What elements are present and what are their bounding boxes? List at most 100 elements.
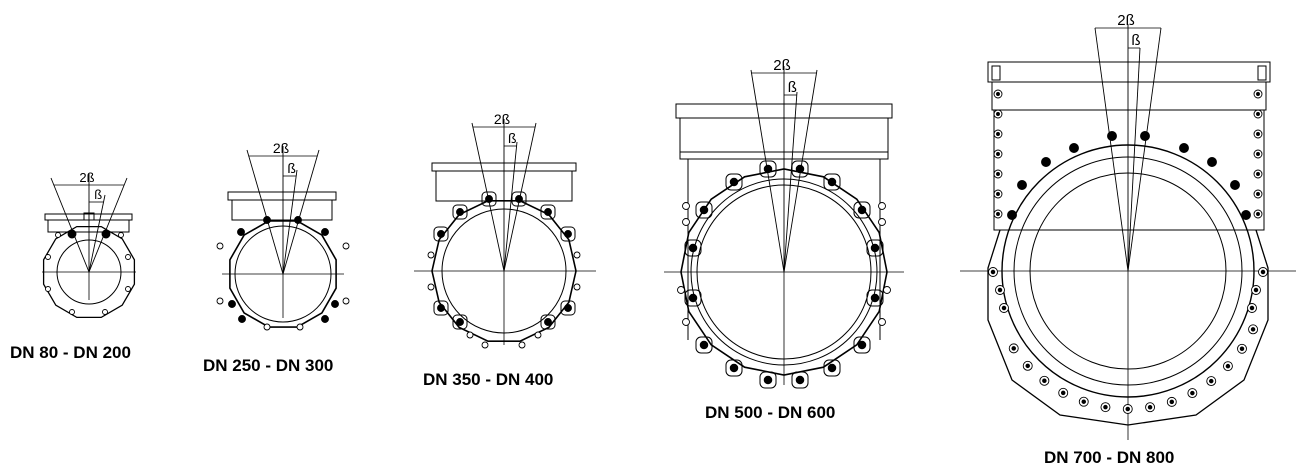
angle-2beta-label: 2ß (773, 57, 791, 74)
bolt-lug (791, 160, 809, 178)
bolt-filled (437, 304, 445, 312)
bolt-filled (729, 363, 739, 373)
angle-beta-label: ß (1131, 32, 1140, 49)
bolt-lug (433, 300, 449, 316)
bolt-lug (759, 160, 777, 178)
bonnet (231, 199, 333, 221)
bolt-center (990, 269, 996, 275)
bolt-center (1060, 390, 1066, 396)
angle-line (1127, 27, 1162, 272)
bolt-hole (466, 331, 474, 339)
bolt-hole (102, 309, 108, 315)
bolt-center (1256, 112, 1260, 116)
bolt-hole (55, 232, 61, 238)
bolt-hole (573, 283, 581, 291)
bolt-hole (677, 286, 685, 294)
bolt-lug (433, 226, 449, 242)
bolt-filled (1017, 180, 1027, 190)
bolt-lug (695, 201, 713, 219)
bolt-lug (452, 314, 468, 330)
valve-label-dn80-200: DN 80 - DN 200 (10, 343, 131, 362)
bolt-filled (331, 300, 339, 308)
bolt-lug (725, 173, 743, 191)
bolt-lug (725, 359, 743, 377)
bolt-filled (795, 375, 805, 385)
bolt-filled (228, 300, 236, 308)
bolt-filled (870, 293, 880, 303)
bolt-filled (857, 340, 867, 350)
bolt-center (1249, 305, 1255, 311)
bolt-filled (1140, 131, 1150, 141)
bolt-filled (237, 228, 245, 236)
bolt-center (1225, 363, 1231, 369)
bolt-center (996, 212, 1000, 216)
bolt-filled (564, 230, 572, 238)
bolt-lug (452, 204, 468, 220)
angle-line (88, 177, 128, 273)
bolt-hole (878, 202, 886, 210)
bolt-lug (684, 289, 702, 307)
bolt-hole (216, 297, 224, 305)
bolt-lug (481, 191, 497, 207)
bolt-lug (540, 314, 556, 330)
bolt-center (1256, 192, 1260, 196)
flange-lug (991, 65, 1001, 81)
bolt-center (1190, 390, 1195, 396)
valve-dn700-800: 2ß ß (960, 12, 1296, 440)
bolt-center (1125, 406, 1131, 412)
valve-label-dn250-300: DN 250 - DN 300 (203, 356, 334, 375)
angle-line (282, 149, 320, 275)
bolt-center (1256, 152, 1260, 156)
valve-label-dn350-400: DN 350 - DN 400 (423, 370, 554, 389)
bolt-center (997, 287, 1003, 293)
body-outline (42, 225, 136, 319)
angle-line (246, 149, 284, 275)
bolt-center (1147, 404, 1153, 410)
bolt-lug (853, 201, 871, 219)
bolt-filled (827, 363, 837, 373)
angle-line (783, 91, 798, 273)
bolt-center (1169, 399, 1175, 405)
bolt-hole (45, 254, 51, 260)
bolt-lug (540, 204, 556, 220)
bonnet (991, 81, 1267, 111)
bolt-filled (729, 177, 739, 187)
bolt-hole (125, 254, 131, 260)
bolt-hole (45, 286, 51, 292)
bolt-center (1103, 404, 1108, 410)
angle-line (88, 194, 106, 273)
bolt-hole (216, 242, 224, 250)
bolt-hole (342, 242, 350, 250)
bolt-center (1042, 378, 1047, 384)
angle-line (783, 69, 818, 273)
bolt-filled (321, 315, 329, 323)
bolt-hole (481, 341, 489, 349)
bolt-lug (823, 359, 841, 377)
bolt-hole (427, 283, 435, 291)
angle-line (471, 122, 505, 272)
bolt-center (1025, 363, 1030, 369)
bolt-filled (437, 230, 445, 238)
bolt-lug (853, 336, 871, 354)
bolt-filled (763, 375, 773, 385)
bolt-filled (564, 304, 572, 312)
bolt-filled (1179, 143, 1189, 153)
angle-2beta-label: 2ß (1117, 12, 1135, 29)
bolt-hole (69, 309, 75, 315)
bolt-filled (870, 243, 880, 253)
flange-lug (1257, 65, 1267, 81)
bolt-hole (534, 331, 542, 339)
bolt-filled (1041, 157, 1051, 167)
bolt-center (996, 172, 1000, 176)
angle-2beta-label: 2ß (273, 140, 289, 156)
bolt-hole (118, 232, 124, 238)
bolt-filled (456, 208, 464, 216)
angle-beta-label: ß (94, 187, 102, 202)
angle-line (1127, 47, 1141, 272)
bolt-lug (560, 226, 576, 242)
bolt-lug (791, 371, 809, 389)
angle-beta-label: ß (788, 79, 797, 96)
bolt-center (1256, 212, 1260, 216)
angle-line (503, 122, 537, 272)
